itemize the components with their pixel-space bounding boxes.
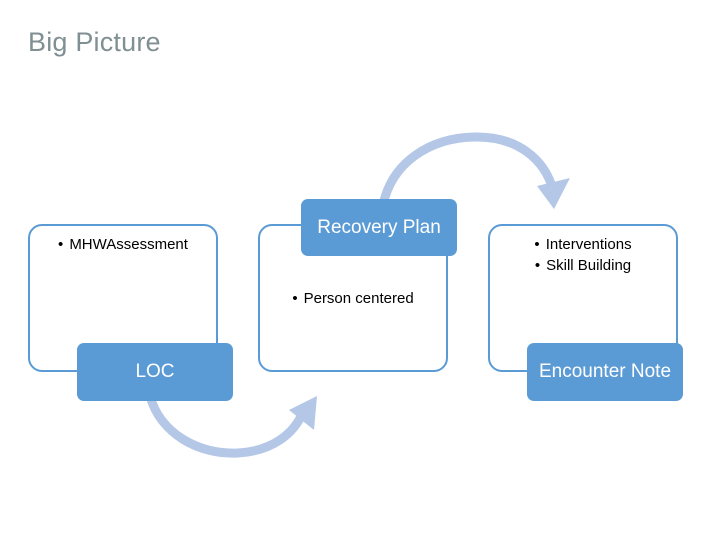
list-item: • Skill Building — [496, 255, 670, 276]
stage-badge-label: Encounter Note — [538, 361, 672, 382]
stage-bullets-assessment: • MHWAssessment — [30, 234, 216, 255]
bullet-icon: • — [534, 236, 540, 253]
list-item-label: Skill Building — [546, 257, 632, 274]
stage-badge-recovery-plan[interactable]: Recovery Plan — [301, 199, 457, 256]
bullet-icon: • — [58, 236, 64, 253]
list-item-label: Person centered — [303, 289, 414, 307]
stage-badge-label: Recovery Plan — [317, 216, 441, 238]
stage-badge-encounter-note[interactable]: Encounter Note — [527, 343, 683, 401]
stage-outline-service-delivery: •Interventions •Skill Building — [488, 224, 678, 372]
stage-bullets-service-delivery: •Interventions •Skill Building — [490, 234, 676, 276]
list-item-label: Interventions — [545, 236, 632, 253]
list-item: • Person centered — [292, 288, 413, 309]
arrow-loc-to-recovery-plan — [145, 394, 317, 458]
stage-badge-loc[interactable]: LOC — [77, 343, 233, 401]
bullet-icon: • — [292, 289, 298, 307]
stage-bullets-recovery-plan: • Person centered — [260, 226, 446, 370]
list-item: • MHWAssessment — [36, 234, 210, 255]
list-item: • Interventions — [496, 234, 670, 255]
stage-badge-label: LOC — [135, 361, 175, 382]
bullet-icon: • — [534, 257, 541, 274]
list-item-label: MHWAssessment — [69, 236, 188, 253]
stage-outline-recovery-plan: • Person centered — [258, 224, 448, 372]
page-title: Big Picture — [28, 27, 161, 57]
